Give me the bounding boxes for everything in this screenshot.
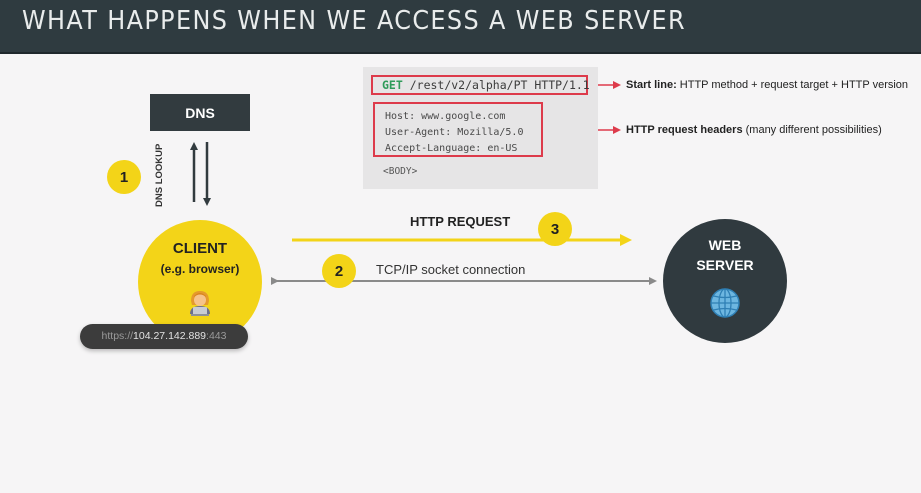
client-title: CLIENT	[172, 240, 228, 257]
start-line-annotation-text: HTTP method + request target + HTTP vers…	[679, 79, 909, 91]
header-line: User-Agent: Mozilla/5.0	[385, 127, 524, 138]
page-title: WHAT HAPPENS WHEN WE ACCESS A WEB SERVER	[22, 6, 687, 36]
headers-annotation: HTTP request headers (many different pos…	[626, 124, 882, 136]
server-title-line1: WEB	[708, 237, 742, 253]
request-headers: Host: www.google.com User-Agent: Mozilla…	[373, 102, 543, 157]
web-server-node: WEB SERVER	[663, 219, 787, 343]
person-with-laptop-icon	[190, 291, 210, 316]
client-subtitle: (e.g. browser)	[160, 262, 240, 276]
request-body-tag: <BODY>	[383, 166, 418, 177]
http-request-panel	[363, 67, 598, 189]
header-line: Host: www.google.com	[385, 111, 506, 122]
dns-box: DNS	[150, 94, 250, 131]
client-node: CLIENT (e.g. browser)	[138, 220, 262, 344]
start-line-annotation-bold: Start line:	[626, 79, 677, 91]
headers-annotation-bold: HTTP request headers	[626, 124, 743, 136]
tcp-connection-label: TCP/IP socket connection	[376, 262, 526, 277]
server-title-line2: SERVER	[696, 257, 754, 273]
start-line-annotation: Start line: HTTP method + request target…	[626, 79, 908, 91]
dns-lookup-label: DNS LOOKUP	[154, 143, 165, 207]
headers-annotation-text: (many different possibilities)	[745, 124, 882, 136]
globe-icon	[710, 288, 740, 318]
header-line: Accept-Language: en-US	[385, 143, 518, 154]
step-1-badge: 1	[107, 160, 141, 194]
http-method: GET	[382, 78, 403, 92]
server-title: WEB SERVER	[663, 235, 787, 275]
request-start-line: GET /rest/v2/alpha/PT HTTP/1.1	[371, 75, 590, 95]
url-port: :443	[206, 330, 227, 342]
url-host: 104.27.142.889	[133, 330, 207, 342]
url-scheme: https://	[101, 330, 134, 342]
step-2-badge: 2	[322, 254, 356, 288]
header-bar: WHAT HAPPENS WHEN WE ACCESS A WEB SERVER	[0, 0, 921, 54]
client-ip-address: https://104.27.142.889:443	[80, 324, 248, 349]
step-3-badge: 3	[538, 212, 572, 246]
http-request-label: HTTP REQUEST	[410, 214, 511, 229]
request-target: /rest/v2/alpha/PT HTTP/1.1	[409, 78, 590, 92]
